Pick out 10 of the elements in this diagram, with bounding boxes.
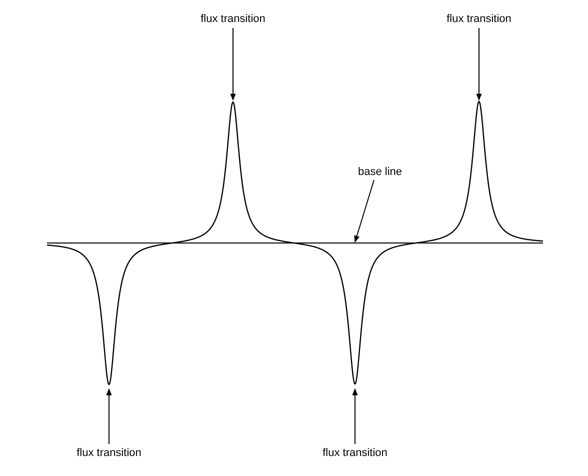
- leader-arrow: [352, 388, 358, 444]
- leader-arrow: [476, 28, 482, 101]
- leader-arrow: [354, 180, 374, 243]
- callout-label: flux transition: [76, 447, 142, 460]
- callout-label: flux transition: [322, 447, 388, 460]
- leader-arrow: [106, 388, 112, 444]
- callout-label: flux transition: [446, 13, 512, 26]
- leader-arrow: [230, 28, 236, 101]
- callout-label: flux transition: [200, 13, 266, 26]
- callout-label: base line: [358, 166, 402, 179]
